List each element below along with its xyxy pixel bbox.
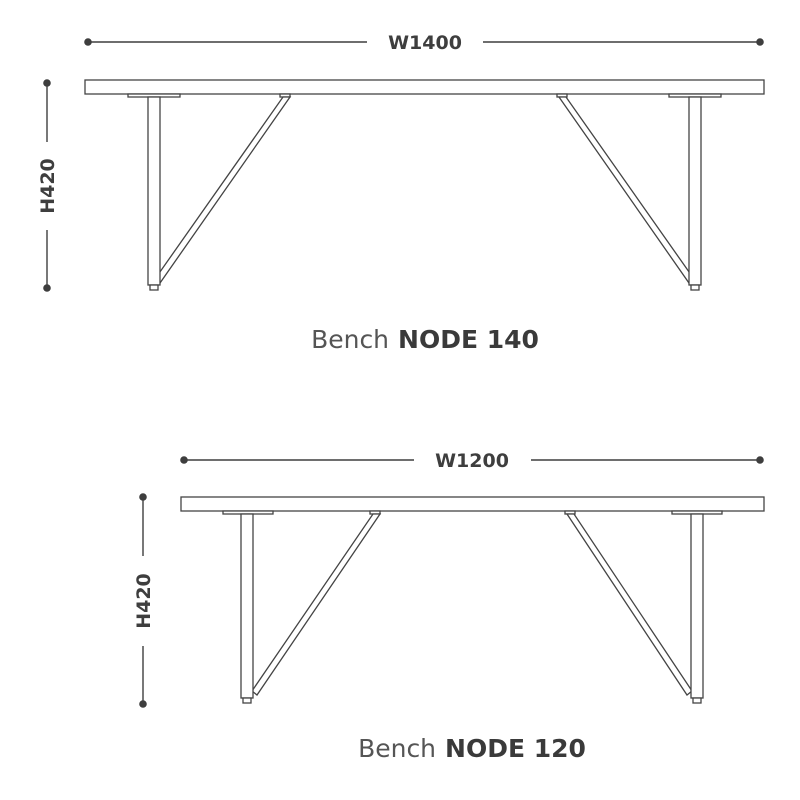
bench-node-120: W1200 H420: [133, 450, 765, 763]
bench-seat: [84, 79, 765, 95]
leg-right: [688, 96, 702, 286]
leg-left: [147, 96, 161, 286]
bench-seat: [180, 496, 765, 512]
width-label: W1400: [388, 32, 462, 54]
foot-left: [242, 697, 252, 704]
height-endpoint-bottom: [43, 284, 51, 292]
foot-right: [692, 697, 702, 704]
width-label: W1200: [435, 450, 509, 472]
diagonal-brace-left: [154, 96, 292, 284]
caption-model: NODE 140: [398, 325, 539, 354]
height-dimension-120: H420: [133, 493, 155, 708]
bench-caption-140: Bench NODE 140: [311, 325, 539, 354]
caption-prefix: Bench: [358, 734, 436, 763]
leg-left: [240, 513, 254, 699]
height-label: H420: [37, 158, 59, 214]
height-dimension-140: H420: [37, 79, 59, 292]
diagonal-brace-right: [557, 96, 695, 284]
height-endpoint-top: [43, 79, 51, 87]
height-endpoint-bottom: [139, 700, 147, 708]
diagonal-brace-right: [565, 513, 693, 696]
bench-caption-120: Bench NODE 120: [358, 734, 586, 763]
leg-right: [690, 513, 704, 699]
caption-model: NODE 120: [445, 734, 586, 763]
diagonal-brace-left: [251, 513, 382, 696]
width-endpoint-left: [180, 456, 188, 464]
width-endpoint-right: [756, 38, 764, 46]
height-endpoint-top: [139, 493, 147, 501]
bench-drawing-120: [180, 496, 765, 704]
foot-left: [149, 284, 159, 291]
bench-node-140: W1400 H420: [37, 32, 765, 354]
width-dimension-120: W1200: [180, 450, 764, 472]
width-dimension-140: W1400: [84, 32, 764, 54]
width-endpoint-left: [84, 38, 92, 46]
height-label: H420: [133, 573, 155, 629]
caption-prefix: Bench: [311, 325, 389, 354]
foot-right: [690, 284, 700, 291]
bench-drawing-140: [84, 79, 765, 291]
width-endpoint-right: [756, 456, 764, 464]
